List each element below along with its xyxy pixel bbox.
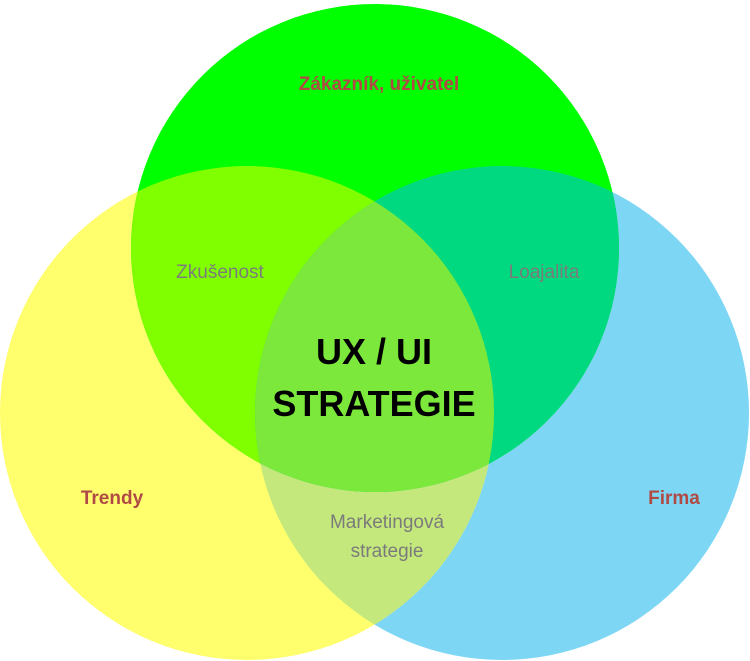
set-label-top: Zákazník, uživatel: [299, 74, 460, 95]
overlap-label-top-left: Zkušenost: [176, 262, 264, 283]
center-label-line2: STRATEGIE: [272, 383, 475, 424]
overlap-label-top-right: Loajalita: [509, 262, 580, 283]
overlap-center-region: [255, 166, 494, 492]
center-label-line1: UX / UI: [316, 331, 432, 372]
set-label-right: Firma: [648, 488, 700, 509]
set-label-left: Trendy: [81, 488, 144, 509]
overlap-label-left-right-line2: strategie: [351, 541, 424, 562]
overlap-label-left-right-line1: Marketingová: [330, 512, 444, 533]
